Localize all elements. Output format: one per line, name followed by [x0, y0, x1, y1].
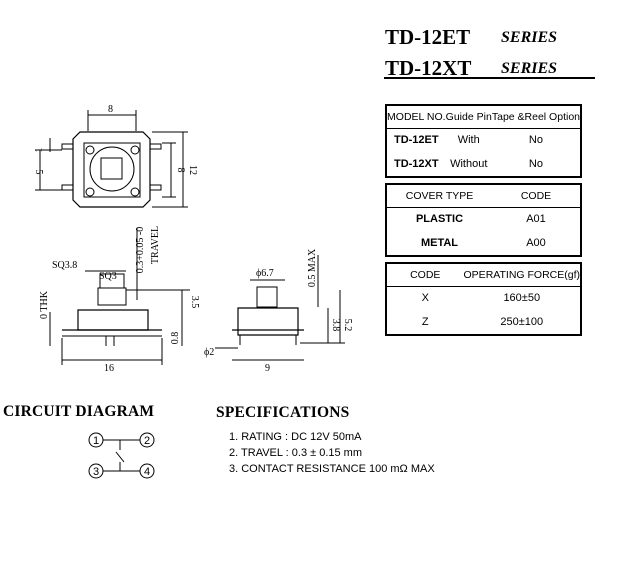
top-view-cap-circle — [89, 146, 135, 192]
dim-text: 0.3+0.05 -0 — [135, 227, 146, 273]
table-cell: With — [457, 134, 480, 147]
table-header-cell: COVER TYPE — [386, 184, 492, 208]
dim-text: 0 THK — [39, 290, 50, 319]
end-view-body — [237, 307, 299, 336]
side-view-cap — [97, 287, 127, 306]
table-cell: A01 — [526, 213, 546, 226]
model-title: TD-12XT — [385, 56, 472, 80]
terminal-label: 3 — [93, 466, 99, 478]
spec-line: 3. CONTACT RESISTANCE 100 mΩ MAX — [229, 463, 435, 475]
dim-text: 0.8 — [170, 332, 181, 345]
table-cell: Without — [450, 158, 488, 171]
table-cell: X — [421, 292, 429, 305]
model-table: MODEL NO. Guide Pin Tape &Reel Option TD… — [385, 104, 582, 178]
series-label: SERIES — [501, 60, 558, 77]
table-header-cell: Tape &Reel Option — [491, 105, 581, 129]
dim-text: 16 — [104, 363, 114, 374]
dim-text: 8 — [175, 168, 186, 173]
force-table: CODE OPERATING FORCE(gf) X 160±50 Z 250±… — [385, 262, 582, 336]
table-header-row: CODE OPERATING FORCE(gf) — [386, 263, 581, 287]
dim-text: 9 — [265, 363, 270, 374]
dim-text: TRAVEL — [150, 226, 161, 264]
dim-text: SQ3 — [99, 271, 117, 282]
top-view-pin — [149, 184, 162, 191]
table-cell: 160±50 — [503, 292, 541, 305]
table-header-cell: CODE — [386, 263, 464, 287]
end-view: ϕ6.7 0.5 MAX 3.8 5.2 ϕ2 9 — [204, 248, 353, 374]
table-header-cell: Guide Pin — [445, 105, 492, 129]
specifications-heading: SPECIFICATIONS — [216, 404, 350, 421]
table-cell: 250±100 — [500, 316, 544, 329]
table-header-cell: CODE — [492, 184, 581, 208]
side-view-stem — [99, 273, 125, 289]
terminal-label: 4 — [144, 466, 150, 478]
spec-line: 2. TRAVEL : 0.3 ± 0.15 mm — [229, 447, 362, 459]
top-view-pin — [61, 184, 74, 191]
table-header-cell: MODEL NO. — [386, 105, 446, 129]
table-row: TD-12XT Without No — [386, 152, 581, 177]
table-header-cell: OPERATING FORCE(gf) — [463, 263, 581, 287]
circuit-diagram-heading: CIRCUIT DIAGRAM — [3, 403, 155, 420]
table-header-row: COVER TYPE CODE — [386, 184, 581, 208]
top-view-pin — [61, 143, 74, 150]
table-cell: TD-12XT — [393, 158, 439, 171]
cover-table: COVER TYPE CODE PLASTIC A01 METAL A00 — [385, 183, 582, 257]
dim-text: 8 — [108, 104, 113, 115]
top-view-stem — [100, 157, 123, 180]
table-cell: TD-12ET — [393, 134, 439, 147]
table-row: PLASTIC A01 — [386, 207, 581, 231]
table-row: Z 250±100 — [386, 310, 581, 335]
top-view-inner-square — [83, 142, 141, 198]
top-view-post — [130, 187, 140, 197]
top-view-post — [130, 145, 140, 155]
dim-text: SQ3.8 — [52, 260, 77, 271]
table-cell: METAL — [420, 237, 459, 250]
table-header-row: MODEL NO. Guide Pin Tape &Reel Option — [386, 105, 581, 129]
dim-text: ϕ6.7 — [256, 268, 274, 279]
table-row: X 160±50 — [386, 286, 581, 310]
terminal-label: 1 — [93, 435, 99, 447]
terminal-label: 2 — [144, 435, 150, 447]
dim-text: 5.2 — [342, 319, 353, 332]
title-underline — [384, 77, 595, 79]
dim-text: 1 — [34, 148, 45, 153]
top-view: 8 1 5 8 12 — [33, 104, 198, 208]
top-view-pin — [149, 143, 162, 150]
series-label: SERIES — [501, 29, 558, 46]
model-title: TD-12ET — [385, 25, 471, 49]
mechanical-drawing: 8 1 5 8 12 SQ3.8 SQ3 0.3+0.05 -0 TRAVEL … — [33, 104, 353, 374]
table-row: TD-12ET With No — [386, 128, 581, 152]
table-cell: No — [528, 134, 543, 147]
title-row-1: TD-12ET SERIES — [385, 25, 557, 50]
dim-text: 5 — [33, 170, 44, 175]
table-row: METAL A00 — [386, 231, 581, 256]
circuit-switch — [115, 451, 125, 463]
top-view-post — [85, 145, 95, 155]
title-row-2: TD-12XT SERIES — [385, 56, 557, 81]
top-view-body — [72, 131, 151, 208]
dim-text: 0.5 MAX — [307, 248, 318, 287]
dim-text: 3.8 — [330, 319, 341, 332]
table-cell: PLASTIC — [415, 213, 464, 226]
spec-line: 1. RATING : DC 12V 50mA — [229, 431, 362, 443]
table-cell: A00 — [526, 237, 546, 250]
circuit-diagram: 1 2 3 4 — [88, 432, 155, 479]
dim-text: 3.5 — [189, 296, 200, 309]
side-view-body — [77, 309, 149, 331]
dim-text: ϕ2 — [204, 347, 214, 358]
table-cell: No — [528, 158, 543, 171]
top-view-post — [85, 187, 95, 197]
dim-text: 12 — [187, 165, 198, 175]
side-view: SQ3.8 SQ3 0.3+0.05 -0 TRAVEL 3.5 0 THK 0… — [39, 226, 200, 374]
end-view-cap — [256, 286, 278, 308]
table-cell: Z — [421, 316, 429, 329]
